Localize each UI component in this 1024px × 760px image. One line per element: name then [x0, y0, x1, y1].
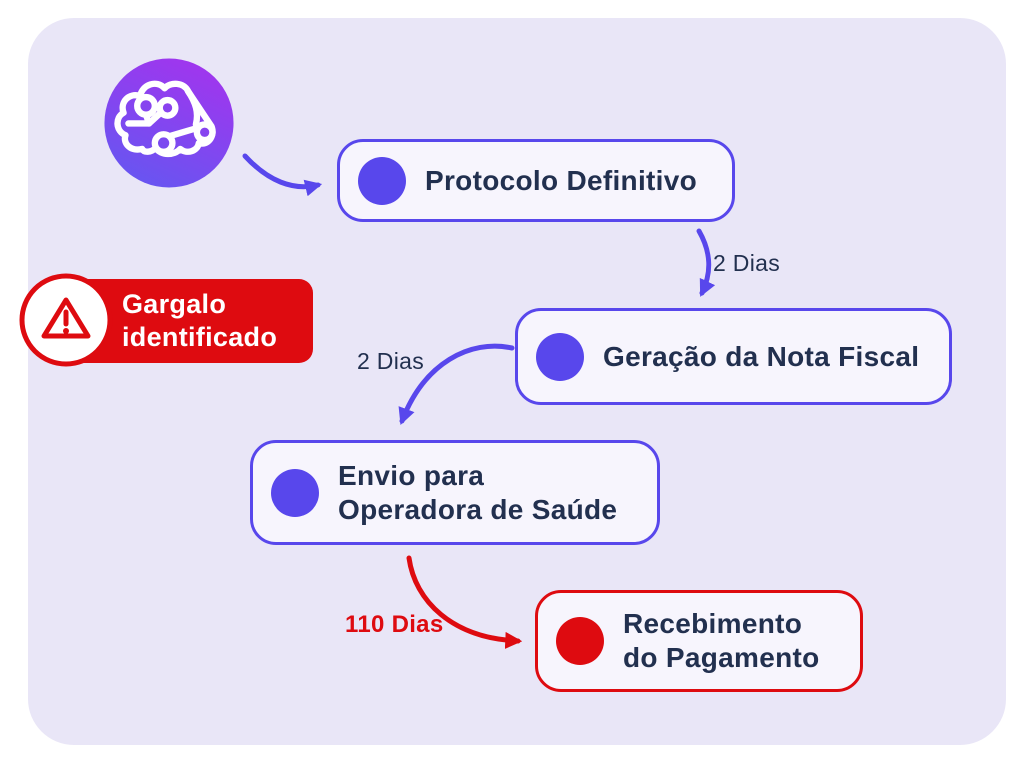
node-label: Envio para Operadora de Saúde	[338, 459, 617, 527]
edge-duration-label-bottleneck: 110 Dias	[345, 611, 444, 638]
node-bullet	[536, 332, 584, 381]
node-protocolo-definitivo: Protocolo Definitivo	[337, 139, 735, 222]
ai-brain-icon	[103, 57, 235, 189]
badge-line-1: Gargalo	[122, 289, 227, 319]
node-bullet	[358, 156, 406, 205]
edge-duration-label: 2 Dias	[713, 250, 780, 276]
warning-triangle-icon	[19, 273, 113, 367]
node-label-line-2: Operadora de Saúde	[338, 493, 618, 525]
node-recebimento-pagamento: Recebimento do Pagamento	[535, 590, 863, 692]
badge-line-2: identificado	[122, 322, 278, 352]
edge-duration-label: 2 Dias	[357, 348, 424, 374]
node-bullet	[271, 468, 319, 517]
node-label: Recebimento do Pagamento	[623, 607, 820, 675]
node-label: Geração da Nota Fiscal	[603, 340, 920, 372]
node-label-line-1: Recebimento	[623, 608, 803, 639]
node-label-line-1: Envio para	[338, 459, 485, 491]
node-label: Protocolo Definitivo	[425, 164, 697, 196]
node-bullet	[556, 617, 604, 665]
node-envio-operadora: Envio para Operadora de Saúde	[250, 440, 660, 545]
node-geracao-nota-fiscal: Geração da Nota Fiscal	[515, 308, 952, 405]
node-label-line-2: do Pagamento	[623, 642, 820, 673]
